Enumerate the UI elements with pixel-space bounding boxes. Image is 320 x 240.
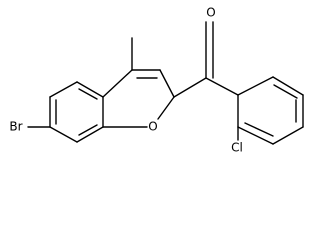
bond [244,122,274,137]
bond [159,69,175,98]
bond [49,126,78,143]
bond [76,81,104,98]
bond [272,76,304,96]
atom-label-br: Br [9,120,22,134]
bond [157,96,175,120]
atom-label-o-furan: O [148,120,157,134]
bond [237,126,274,145]
bond [49,81,78,98]
bond [173,77,207,98]
atom-label-cl: Cl [231,141,243,155]
bond [273,84,298,99]
atom-labels: O O Br Cl [9,6,242,155]
bond [78,124,98,136]
bond-lines [27,21,304,145]
bond [205,77,239,96]
bond [237,76,274,96]
atom-label-o-carbonyl: O [206,6,215,20]
bond [76,126,104,143]
bond [78,88,98,100]
chemical-structure-diagram: O O Br Cl [9,6,304,155]
bond [102,69,133,98]
bond [272,126,304,145]
